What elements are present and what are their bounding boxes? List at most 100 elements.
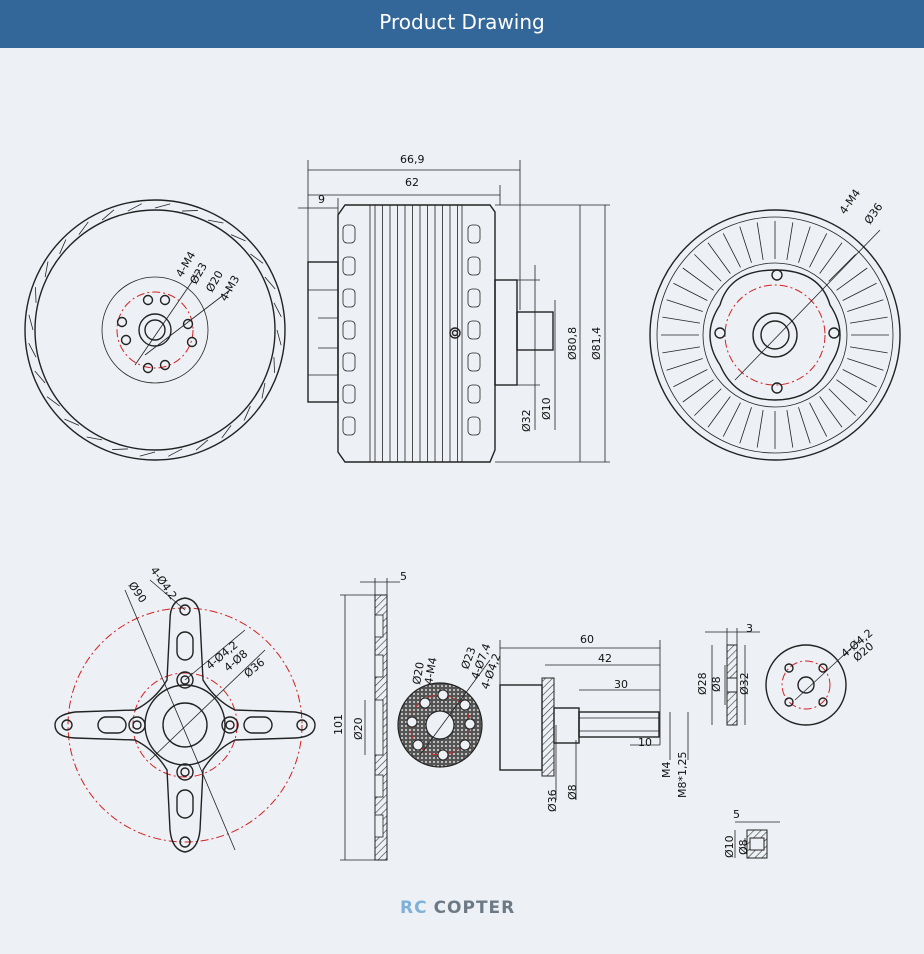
vent-slot (467, 224, 481, 244)
cooling-fin (850, 316, 888, 324)
motor-front-view: 4-M4 Ø23 Ø20 4-M3 (24, 199, 286, 461)
shaft-m8-label: M8*1,25 (676, 752, 689, 798)
washer-side-section: 3 Ø28 Ø8 Ø32 (696, 622, 760, 726)
spacer-5-label: 5 (733, 808, 740, 821)
cooling-fin (694, 388, 722, 416)
vent-slot (342, 384, 356, 404)
vent-slot (467, 288, 481, 308)
shaft-8-label: Ø8 (566, 784, 579, 800)
cooling-fin (836, 267, 868, 291)
cooling-fin (666, 299, 703, 312)
cooling-fin (847, 299, 884, 312)
motor-rear-view: 4-M4 Ø36 (649, 187, 901, 461)
cooling-fin (836, 379, 868, 403)
cooling-fin (850, 346, 888, 354)
rim-slot (261, 382, 266, 399)
rim-slot (168, 448, 183, 457)
rim-slot (28, 343, 37, 358)
cooling-fin (662, 316, 700, 324)
vent-slot (467, 256, 481, 276)
dim-10: Ø10 (540, 397, 553, 420)
cooling-fin (666, 358, 703, 371)
mount-side-section: 5 101 Ø20 (332, 570, 407, 861)
rim-slot (127, 203, 142, 212)
rim-slot (34, 370, 46, 384)
cooling-fin (847, 358, 884, 371)
shaft-36-label: Ø36 (546, 789, 559, 812)
rear-36-label: Ø36 (862, 201, 886, 227)
washer-28-label: Ø28 (696, 672, 709, 695)
rim-slot (221, 425, 232, 439)
rim-slot (78, 221, 89, 235)
cooling-fin (798, 407, 811, 444)
rim-slot (154, 203, 171, 209)
cooling-fin (819, 242, 843, 274)
prop-adapter-face: 4-M4 Ø20 Ø23 4-Ø7,4 4-Ø4,2 (397, 642, 504, 768)
prop-4m4-label: 4-M4 (422, 656, 440, 685)
dim-81-4: Ø81,4 (590, 327, 603, 360)
vent-slot (342, 352, 356, 372)
prop-20-label: Ø20 (410, 661, 427, 686)
vent-slot (467, 416, 481, 436)
rim-slot (35, 287, 37, 303)
vent-slot (342, 224, 356, 244)
cooling-fin (673, 369, 708, 388)
dim-66-9: 66,9 (400, 153, 425, 166)
drawing-area: 4-M4 Ø23 Ø20 4-M3 66,9 62 9 (0, 48, 924, 954)
cooling-fin (739, 226, 752, 263)
washer-3-label: 3 (746, 622, 753, 635)
dim-62: 62 (405, 176, 419, 189)
rim-slot (64, 418, 80, 426)
cooling-fin (707, 396, 731, 428)
shaft-30-label: 30 (614, 678, 628, 691)
rear-4m4-label: 4-M4 (837, 187, 863, 217)
spacer-8-label: Ø8 (737, 839, 750, 855)
rim-slot (230, 234, 246, 242)
rim-slot (207, 219, 224, 224)
side-101-label: 101 (332, 714, 345, 735)
rim-slot (46, 396, 60, 407)
cooling-fin (842, 282, 877, 301)
rim-slot (276, 329, 282, 346)
cooling-fin (819, 396, 843, 428)
rim-slot (28, 314, 34, 331)
dim-80-8: Ø80,8 (566, 327, 579, 360)
vent-slot (467, 320, 481, 340)
rim-slot (243, 405, 251, 421)
cooling-fin (694, 254, 722, 282)
spacer-10-label: Ø10 (723, 835, 736, 858)
cooling-fin (786, 410, 794, 448)
cooling-fin (828, 388, 856, 416)
vent-slot (342, 288, 356, 308)
cooling-fin (662, 346, 700, 354)
vent-slot (467, 384, 481, 404)
cooling-fin (809, 402, 828, 437)
vent-slot (467, 352, 481, 372)
side-5-label: 5 (400, 570, 407, 583)
cooling-fin (756, 410, 764, 448)
shaft-42-label: 42 (598, 652, 612, 665)
rim-slot (139, 451, 156, 457)
cooling-fin (682, 379, 714, 403)
vent-slot (342, 416, 356, 436)
washer-8-label: Ø8 (710, 676, 723, 692)
dim-32: Ø32 (520, 409, 533, 432)
page-title: Product Drawing (379, 10, 545, 34)
motor-side-view: 66,9 62 9 Ø80,8 Ø81,4 Ø32 Ø10 (298, 153, 610, 463)
washer-32-label: Ø32 (738, 672, 751, 695)
shaft-m4-label: M4 (660, 762, 673, 779)
rim-slot (264, 276, 276, 290)
washer-face: 4-Ø4,2 Ø20 (765, 626, 876, 726)
rim-slot (250, 253, 264, 264)
vent-slot (342, 256, 356, 276)
cooling-fin (828, 254, 856, 282)
cooling-fin (809, 233, 828, 268)
cooling-fin (722, 402, 741, 437)
mount-4-42-top: 4-Ø4,2 (148, 564, 180, 602)
cooling-fin (722, 233, 741, 268)
side-20-label: Ø20 (352, 717, 365, 740)
page-header: Product Drawing (0, 0, 924, 48)
shaft-adapter-side: 60 42 30 10 Ø36 Ø8 M4 M8*1,25 (499, 633, 689, 812)
